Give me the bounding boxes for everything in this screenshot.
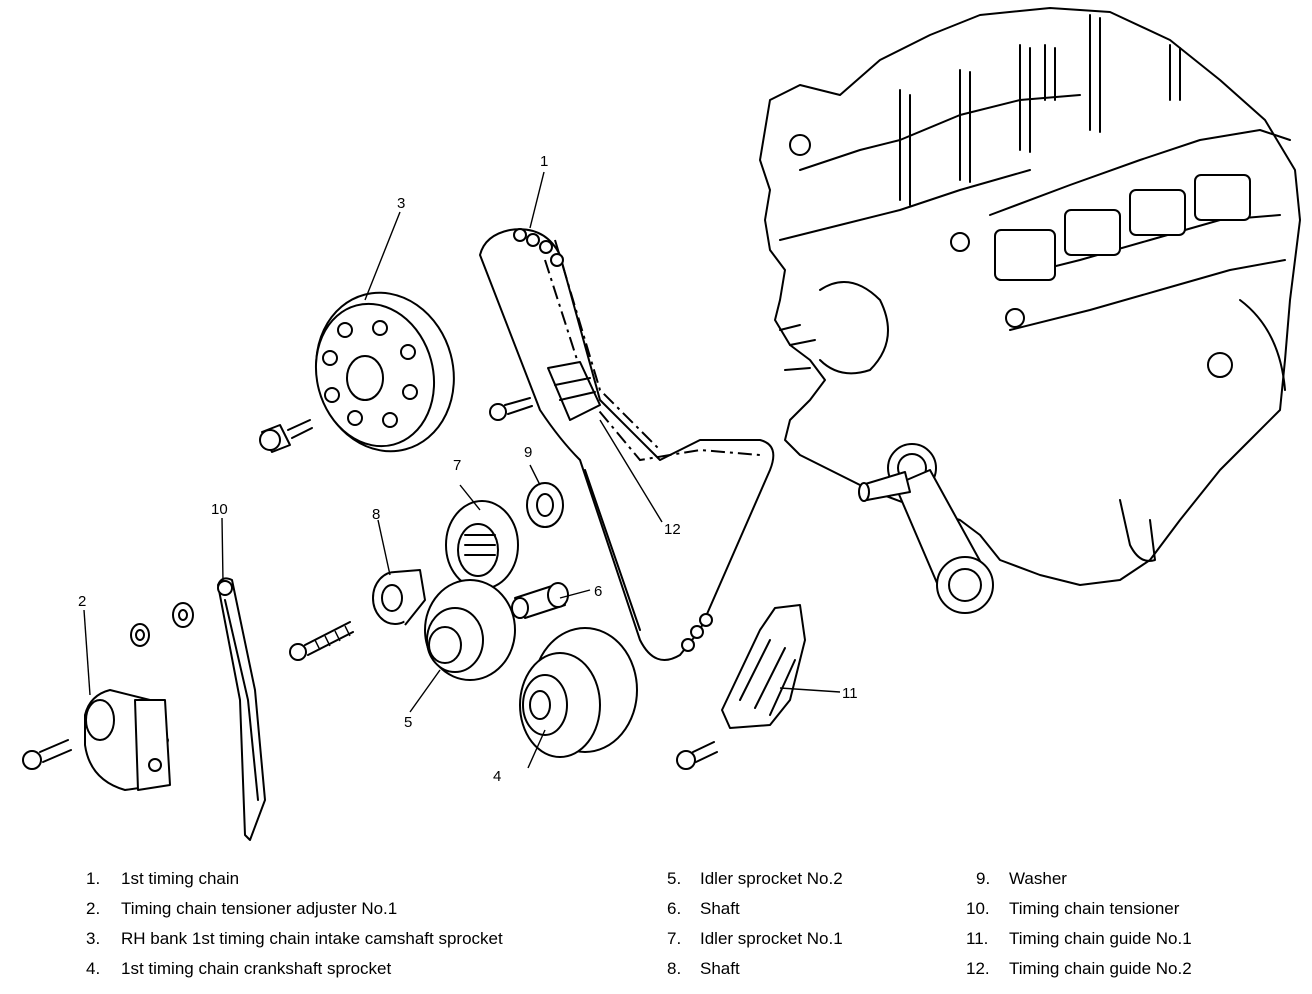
callout-5: 5 bbox=[404, 714, 412, 731]
legend-number: 1. bbox=[86, 869, 101, 888]
callout-4: 4 bbox=[493, 768, 501, 785]
legend-number: 9. bbox=[976, 869, 991, 888]
callout-6: 6 bbox=[594, 583, 602, 600]
callout-1: 1 bbox=[540, 153, 548, 170]
leader-lines bbox=[83, 171, 841, 769]
legend-text: Timing chain guide No.2 bbox=[1009, 959, 1192, 978]
adjuster-bolt bbox=[22, 739, 72, 770]
legend-text: RH bank 1st timing chain intake camshaft… bbox=[121, 929, 503, 948]
legend-text: Washer bbox=[1009, 869, 1067, 888]
legend-text: Timing chain tensioner bbox=[1009, 899, 1180, 918]
legend-number: 5. bbox=[667, 869, 682, 888]
timing-chain-guide-no1-shape bbox=[721, 604, 806, 729]
legend-number: 11. bbox=[966, 929, 989, 948]
legend-number: 12. bbox=[966, 959, 990, 978]
spacer-small-2 bbox=[172, 602, 194, 628]
guide-bolt bbox=[489, 397, 533, 421]
legend-text: Timing chain guide No.1 bbox=[1009, 929, 1192, 948]
callout-10: 10 bbox=[211, 501, 228, 518]
legend-text: 1st timing chain crankshaft sprocket bbox=[121, 959, 392, 978]
legend-text: Idler sprocket No.2 bbox=[700, 869, 843, 888]
shaft-6-shape bbox=[511, 582, 569, 619]
tensioner-adjuster-shape bbox=[84, 689, 171, 791]
callout-labels: 1 2 3 4 5 6 7 8 9 10 11 12 bbox=[78, 153, 858, 785]
legend-number: 8. bbox=[667, 959, 682, 978]
timing-chain bbox=[479, 228, 775, 661]
tensioner-bolt bbox=[289, 621, 354, 661]
callout-8: 8 bbox=[372, 506, 380, 523]
callout-7: 7 bbox=[453, 457, 461, 474]
legend-number: 2. bbox=[86, 899, 101, 918]
legend-text: 1st timing chain bbox=[121, 869, 240, 888]
callout-2: 2 bbox=[78, 593, 86, 610]
exploded-view-diagram: 1 2 3 4 5 6 7 8 9 10 11 12 bbox=[22, 7, 1301, 841]
legend-number: 3. bbox=[86, 929, 101, 948]
legend-text: Shaft bbox=[700, 959, 740, 978]
idler-sprocket-no2-shape bbox=[424, 579, 516, 681]
callout-11: 11 bbox=[842, 685, 858, 702]
legend-number: 7. bbox=[667, 929, 682, 948]
timing-chain-guide-no2-shape bbox=[547, 361, 601, 421]
crankshaft-sprocket-shape bbox=[519, 627, 638, 758]
engine-block bbox=[759, 7, 1301, 614]
legend-text: Shaft bbox=[700, 899, 740, 918]
legend-number: 6. bbox=[667, 899, 682, 918]
legend-text: Timing chain tensioner adjuster No.1 bbox=[121, 899, 398, 918]
callout-3: 3 bbox=[397, 195, 405, 212]
legend-text: Idler sprocket No.1 bbox=[700, 929, 843, 948]
idler-sprocket-no1-shape bbox=[445, 500, 519, 590]
legend-number: 4. bbox=[86, 959, 101, 978]
timing-chain-tensioner-shape bbox=[217, 577, 266, 841]
callout-9: 9 bbox=[524, 444, 532, 461]
washer-shape bbox=[526, 482, 564, 528]
legend-number: 10. bbox=[966, 899, 990, 918]
guide-no1-bolt bbox=[676, 741, 718, 770]
shaft-8-shape bbox=[372, 569, 426, 626]
cam-bolt bbox=[259, 419, 313, 453]
callout-12: 12 bbox=[664, 521, 681, 538]
spacer-small-1 bbox=[130, 623, 150, 647]
camshaft-sprocket bbox=[314, 291, 455, 453]
